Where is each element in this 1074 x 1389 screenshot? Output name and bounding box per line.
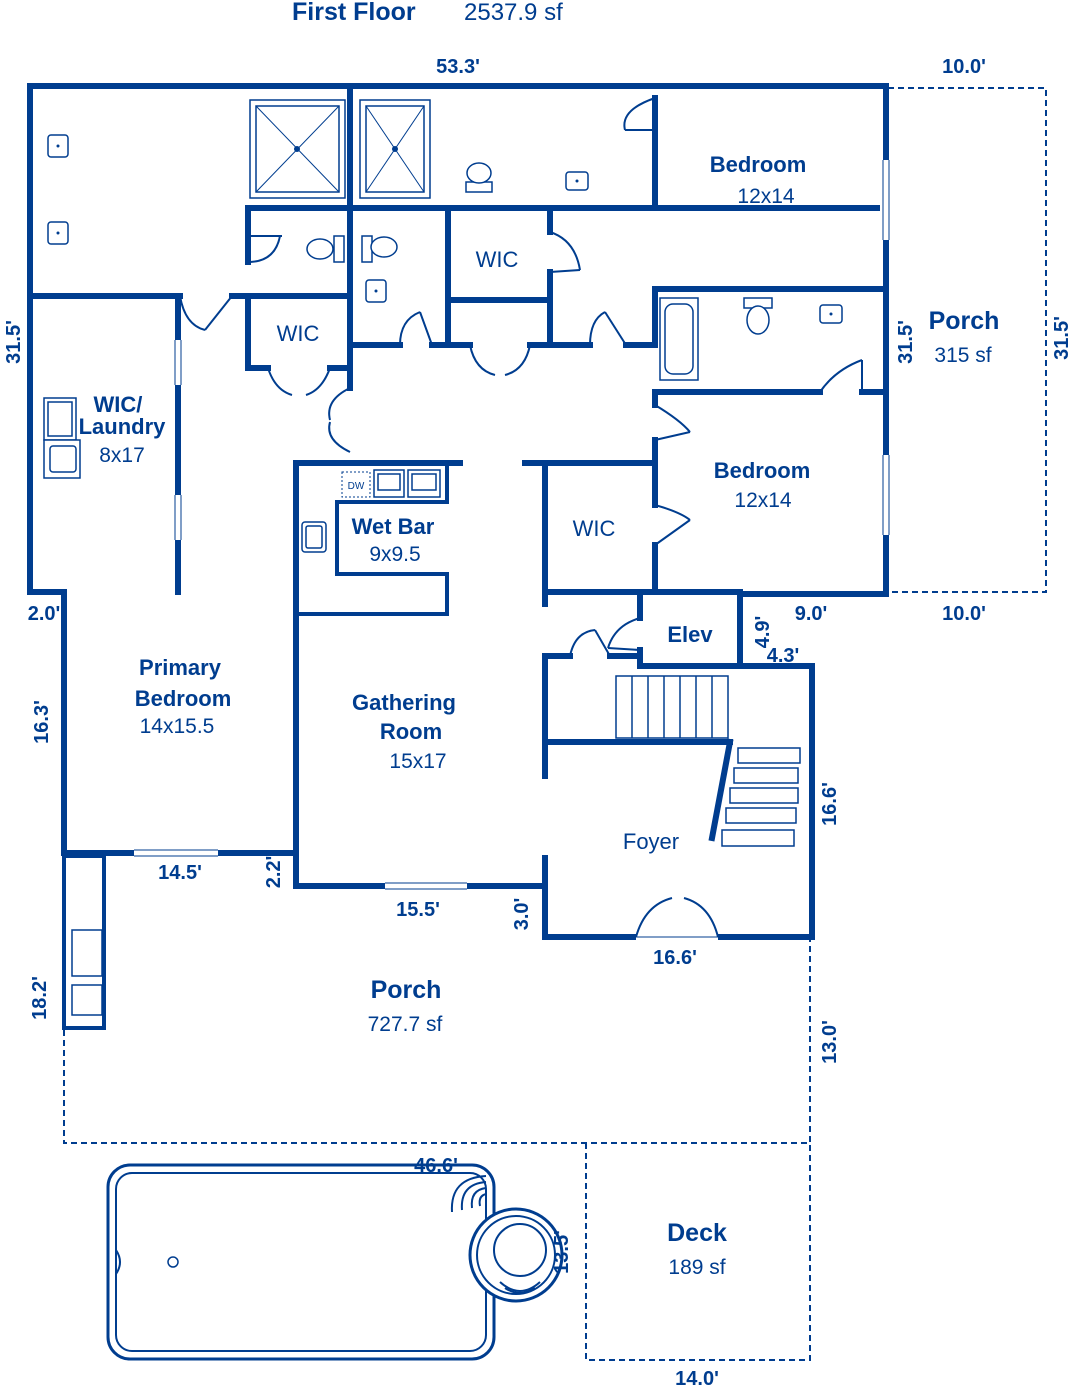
dishwasher-label: DW bbox=[348, 481, 365, 492]
wet-bar-appliances: DW bbox=[341, 469, 441, 498]
wet-bar-size: 9x9.5 bbox=[369, 543, 420, 566]
dim-primary-height: 16.3' bbox=[31, 700, 53, 744]
door-swings bbox=[179, 97, 863, 938]
bedroom-e-size: 12x14 bbox=[734, 489, 792, 512]
laundry-name-1: WIC/ bbox=[94, 392, 143, 417]
bedroom-ne-size: 12x14 bbox=[737, 185, 795, 208]
porch-east-area: 315 sf bbox=[934, 344, 991, 367]
floor-title: First Floor bbox=[292, 0, 416, 26]
staircase bbox=[615, 675, 801, 847]
bedroom-e-name: Bedroom bbox=[714, 458, 811, 483]
primary-name-2: Bedroom bbox=[135, 686, 232, 711]
foyer-label: Foyer bbox=[623, 829, 679, 854]
gathering-name-1: Gathering bbox=[352, 690, 456, 715]
dim-pool-width: 46.6' bbox=[414, 1155, 458, 1177]
dim-top-width: 53.3' bbox=[436, 56, 480, 78]
dim-foyer-jog: 3.0' bbox=[511, 898, 533, 931]
elev-label: Elev bbox=[667, 622, 713, 647]
wet-bar-counter bbox=[296, 464, 449, 616]
dim-gathering-width: 15.5' bbox=[396, 899, 440, 921]
toilet-2 bbox=[306, 235, 345, 263]
dim-porch-east-top: 10.0' bbox=[942, 56, 986, 78]
porch-east-name: Porch bbox=[929, 307, 1000, 335]
sinks bbox=[47, 134, 843, 553]
deck-name: Deck bbox=[667, 1219, 727, 1247]
dim-porch-east-bottom: 10.0' bbox=[942, 603, 986, 625]
bedroom-ne-name: Bedroom bbox=[710, 152, 807, 177]
wic-middle-label: WIC bbox=[476, 247, 519, 272]
fixtures: DW bbox=[43, 99, 843, 1030]
deck-outline bbox=[585, 1143, 811, 1361]
dim-deck-width: 14.0' bbox=[675, 1368, 719, 1389]
dim-primary-width: 14.5' bbox=[158, 862, 202, 884]
pool bbox=[106, 1163, 496, 1361]
east-porch-outline bbox=[888, 87, 1047, 593]
outdoor-kitchen bbox=[62, 854, 106, 1030]
windows bbox=[134, 160, 892, 943]
porch-south-area: 727.7 sf bbox=[368, 1013, 443, 1036]
primary-name-1: Primary bbox=[139, 655, 222, 680]
dim-porch-east-inner: 31.5' bbox=[895, 320, 917, 364]
porch-outlines bbox=[63, 87, 1047, 1361]
wic-right-label: WIC bbox=[573, 516, 616, 541]
washer-dryer bbox=[43, 397, 81, 479]
dimension-labels: 53.3' 10.0' 10.0' 31.5' 31.5' 31.5' 2.0'… bbox=[3, 56, 1073, 1389]
dim-left-height: 31.5' bbox=[3, 320, 25, 364]
deck-area: 189 sf bbox=[668, 1256, 725, 1279]
south-porch-outline bbox=[63, 940, 811, 1144]
toilet-1 bbox=[465, 162, 493, 193]
dim-east-jog: 9.0' bbox=[795, 603, 828, 625]
dim-spa: 13.5' bbox=[551, 1230, 573, 1274]
interior-walls bbox=[31, 87, 889, 940]
wet-bar-name: Wet Bar bbox=[352, 514, 435, 539]
primary-size: 14x15.5 bbox=[140, 715, 215, 738]
dim-left-jog: 2.0' bbox=[28, 603, 61, 625]
dim-porch-south-left: 18.2' bbox=[29, 976, 51, 1020]
spa bbox=[468, 1207, 564, 1303]
dim-gathering-jog: 2.2' bbox=[263, 856, 285, 889]
dim-foyer-width: 16.6' bbox=[653, 947, 697, 969]
shower-2 bbox=[359, 99, 431, 199]
shower-1 bbox=[249, 99, 346, 199]
toilet-4 bbox=[743, 297, 773, 335]
wic-left-label: WIC bbox=[277, 321, 320, 346]
floor-area: 2537.9 sf bbox=[464, 0, 563, 26]
toilet-3 bbox=[361, 235, 398, 263]
porch-south-name: Porch bbox=[371, 976, 442, 1004]
dim-porch-east-outer: 31.5' bbox=[1051, 316, 1073, 360]
dim-elev-height: 4.9' bbox=[752, 616, 774, 649]
dim-elev-width: 4.3' bbox=[767, 645, 800, 667]
bathtub bbox=[659, 297, 699, 381]
gathering-name-2: Room bbox=[380, 719, 442, 744]
laundry-size: 8x17 bbox=[99, 444, 145, 467]
dim-foyer-height: 16.6' bbox=[819, 782, 841, 826]
dim-porch-south-right: 13.0' bbox=[819, 1020, 841, 1064]
laundry-name-2: Laundry bbox=[79, 414, 167, 439]
gathering-size: 15x17 bbox=[389, 750, 446, 773]
